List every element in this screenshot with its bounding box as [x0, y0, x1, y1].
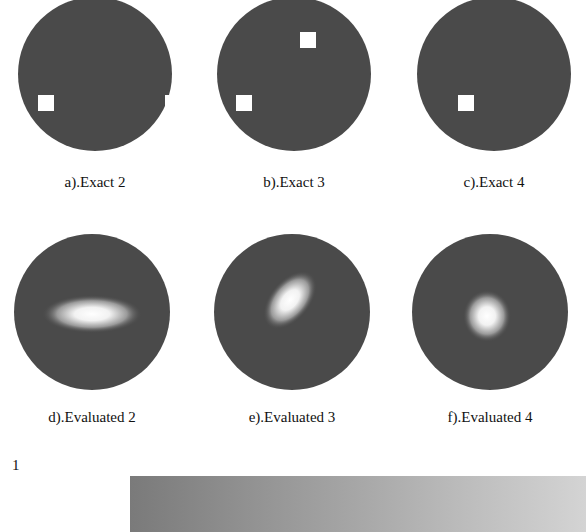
inclusion-square: [165, 95, 181, 111]
exact-disc: [417, 0, 571, 151]
panel-caption: f).Evaluated 4: [448, 409, 533, 426]
colour-bar: [130, 476, 586, 532]
reconstructed-blob: [253, 261, 327, 339]
panel-caption: e).Evaluated 3: [249, 409, 336, 426]
evaluated-disc: [14, 234, 170, 390]
reconstructed-blob: [42, 295, 142, 333]
inclusion-square: [300, 32, 316, 48]
exact-disc: [217, 0, 371, 151]
reconstructed-blob: [463, 290, 511, 342]
evaluated-disc: [214, 234, 370, 390]
panel-caption: b).Exact 3: [263, 174, 325, 191]
panel-caption: d).Evaluated 2: [48, 409, 135, 426]
inclusion-square: [38, 95, 54, 111]
inclusion-square: [236, 95, 252, 111]
panel-caption: c).Exact 4: [464, 174, 525, 191]
inclusion-square: [458, 95, 474, 111]
evaluated-disc: [412, 234, 568, 390]
panel-caption: a).Exact 2: [65, 174, 126, 191]
scale-value: 1: [12, 457, 20, 474]
exact-disc: [18, 0, 172, 151]
